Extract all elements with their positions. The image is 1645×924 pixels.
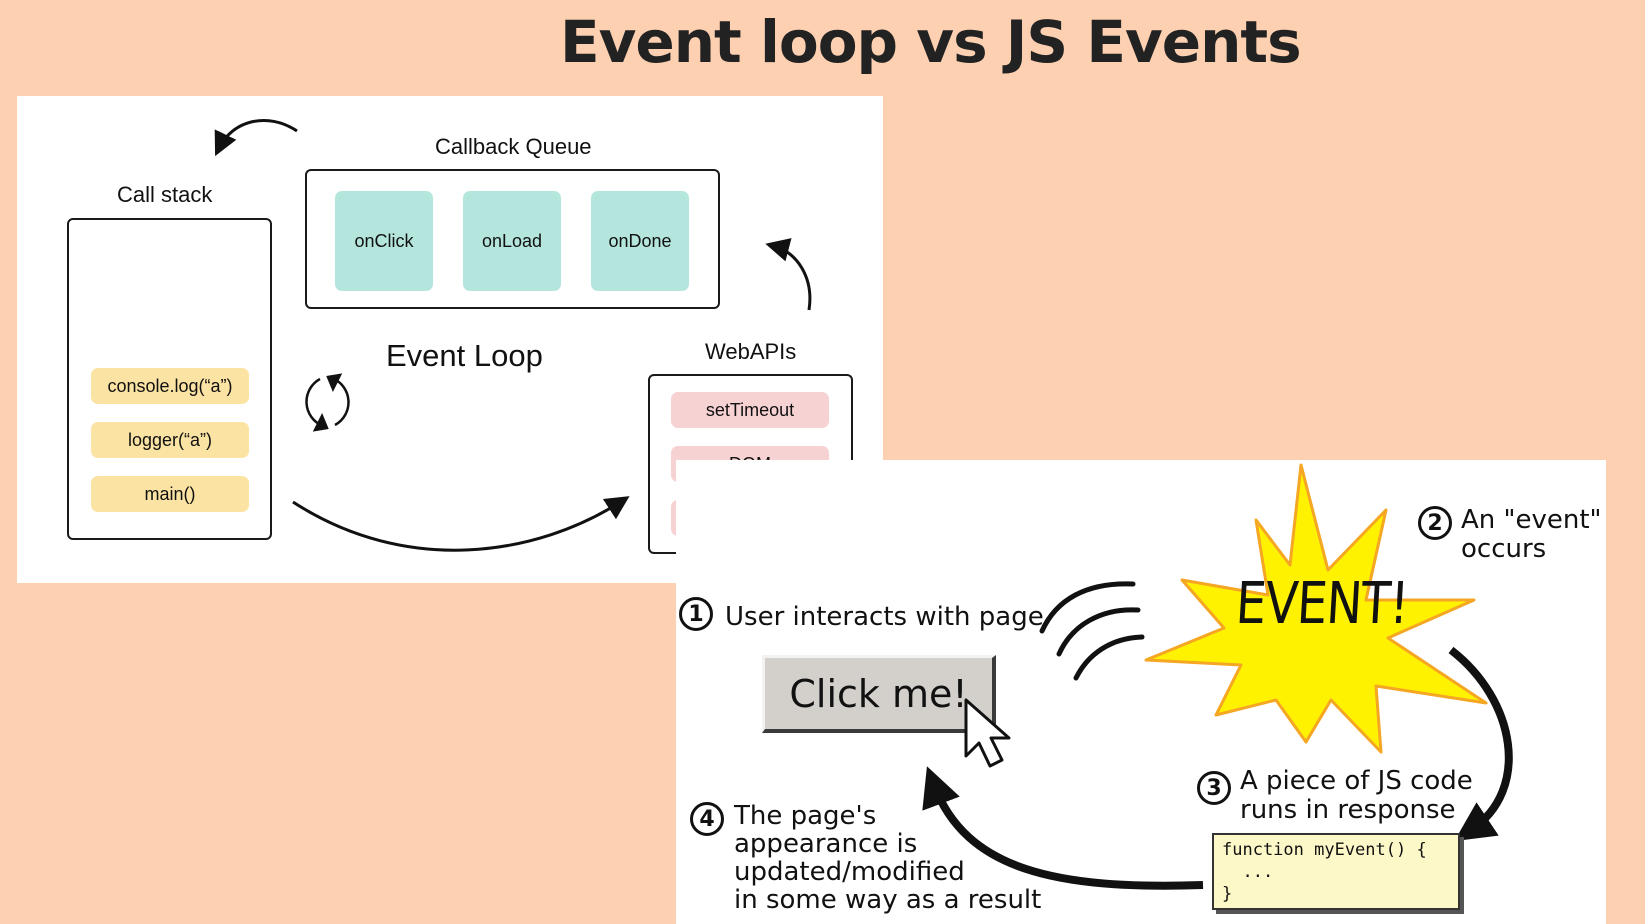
event-loop-label: Event Loop xyxy=(386,338,543,373)
arrow-webapis-to-queue xyxy=(765,238,812,311)
mouse-cursor-icon xyxy=(964,698,1011,768)
stack-item: main() xyxy=(91,476,249,512)
stack-item: logger(“a”) xyxy=(91,422,249,458)
call-stack-label: Call stack xyxy=(117,182,213,207)
queue-item: onDone xyxy=(591,191,689,291)
step-3-line-1: A piece of JS code xyxy=(1240,766,1473,796)
webapi-item: setTimeout xyxy=(671,392,829,428)
step-3-badge: 3 xyxy=(1197,771,1231,805)
event-loop-diagram: Call stack console.log(“a”) logger(“a”) … xyxy=(17,96,883,583)
step-4-badge: 4 xyxy=(690,802,724,836)
queue-item: onLoad xyxy=(463,191,561,291)
events-illustration xyxy=(922,463,1513,890)
event-burst-text: EVENT! xyxy=(1234,570,1410,638)
arrow-stack-to-webapis xyxy=(292,496,630,552)
call-stack-box: console.log(“a”) logger(“a”) main() xyxy=(67,218,272,540)
event-burst-icon xyxy=(1144,463,1488,754)
callback-queue-label: Callback Queue xyxy=(435,134,592,159)
arrow-code-to-page xyxy=(922,766,1204,890)
motion-lines-icon xyxy=(1039,581,1145,681)
step-4-line-2: appearance is xyxy=(734,829,918,859)
step-2-line-1: An "event" xyxy=(1461,505,1602,535)
click-me-button[interactable]: Click me! xyxy=(762,655,996,733)
event-loop-arrows xyxy=(214,118,812,552)
arrow-event-to-code xyxy=(1448,646,1513,842)
step-4-line-1: The page's xyxy=(734,801,877,831)
step-1-badge: 1 xyxy=(679,597,713,631)
page-title: Event loop vs JS Events xyxy=(560,8,1302,76)
js-events-diagram: 1 User interacts with page Click me! EVE… xyxy=(676,460,1606,924)
step-3-line-2: runs in response xyxy=(1240,795,1456,825)
webapis-label: WebAPIs xyxy=(705,339,797,364)
queue-item: onClick xyxy=(335,191,433,291)
step-1-text: User interacts with page xyxy=(725,602,1044,632)
step-2-badge: 2 xyxy=(1418,506,1452,540)
stack-item: console.log(“a”) xyxy=(91,368,249,404)
step-2-line-2: occurs xyxy=(1461,534,1547,564)
step-4-line-4: in some way as a result xyxy=(734,885,1042,915)
code-snippet: function myEvent() { ... } xyxy=(1212,833,1460,910)
arrow-queue-to-stack xyxy=(214,118,298,157)
refresh-cycle-icon xyxy=(305,373,350,432)
step-4-line-3: updated/modified xyxy=(734,857,965,887)
callback-queue-box: onClick onLoad onDone xyxy=(305,169,720,309)
